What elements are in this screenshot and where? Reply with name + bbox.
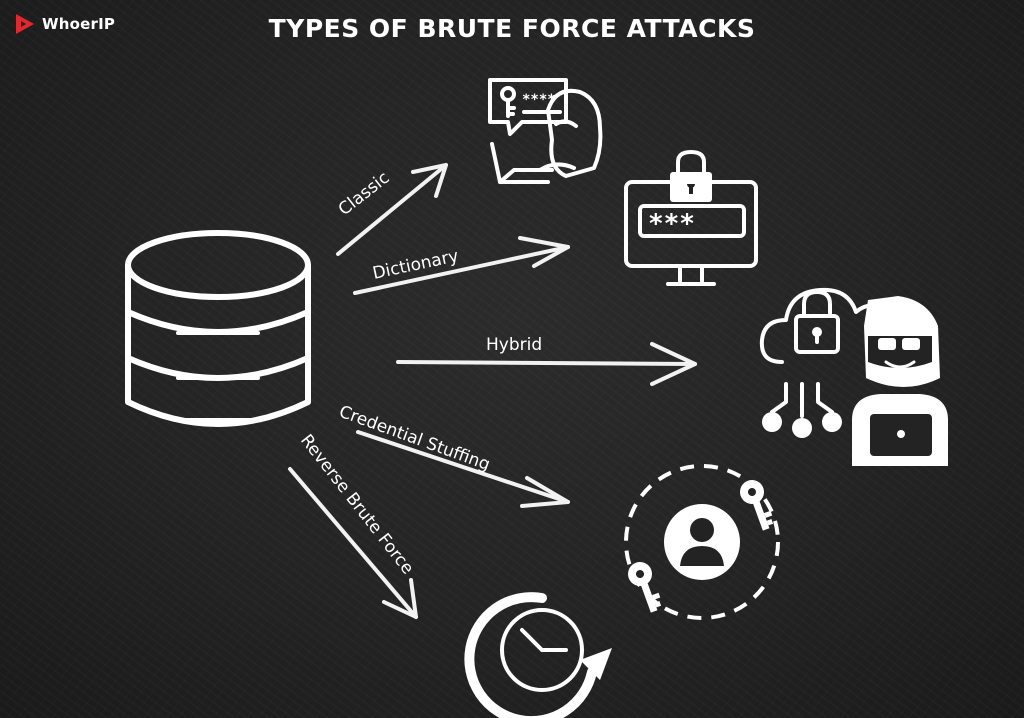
monitor-stars: ***_: [648, 209, 711, 239]
arrow-dictionary: [353, 236, 570, 295]
arrow-credential-stuffing: [356, 430, 570, 508]
arrow-classic: [336, 163, 448, 256]
hacker-laptop-icon: ****: [488, 78, 603, 184]
arrow-hybrid: [396, 342, 697, 386]
brand-name: WhoerIP: [42, 15, 116, 33]
edge-label-hybrid: Hybrid: [486, 335, 542, 355]
clock-refresh-icon: [464, 592, 612, 718]
brand-logo: WhoerIP: [14, 12, 115, 36]
edge-label-credential-stuffing: Credential Stuffing: [336, 402, 492, 475]
page-title: TYPES OF BRUTE FORCE ATTACKS: [268, 14, 756, 43]
user-keys-icon: [624, 464, 780, 620]
database-icon: [125, 230, 311, 427]
monitor-password-icon: ***_: [624, 150, 758, 286]
edge-label-classic: Classic: [335, 168, 394, 220]
play-logo-icon: [16, 14, 34, 34]
cloud-lock-hacker-icon: [759, 287, 948, 466]
arrow-reverse-brute-force: [288, 467, 418, 619]
edge-label-reverse-brute-force: Reverse Brute Force: [296, 431, 417, 579]
chat-stars: ****: [522, 92, 556, 108]
